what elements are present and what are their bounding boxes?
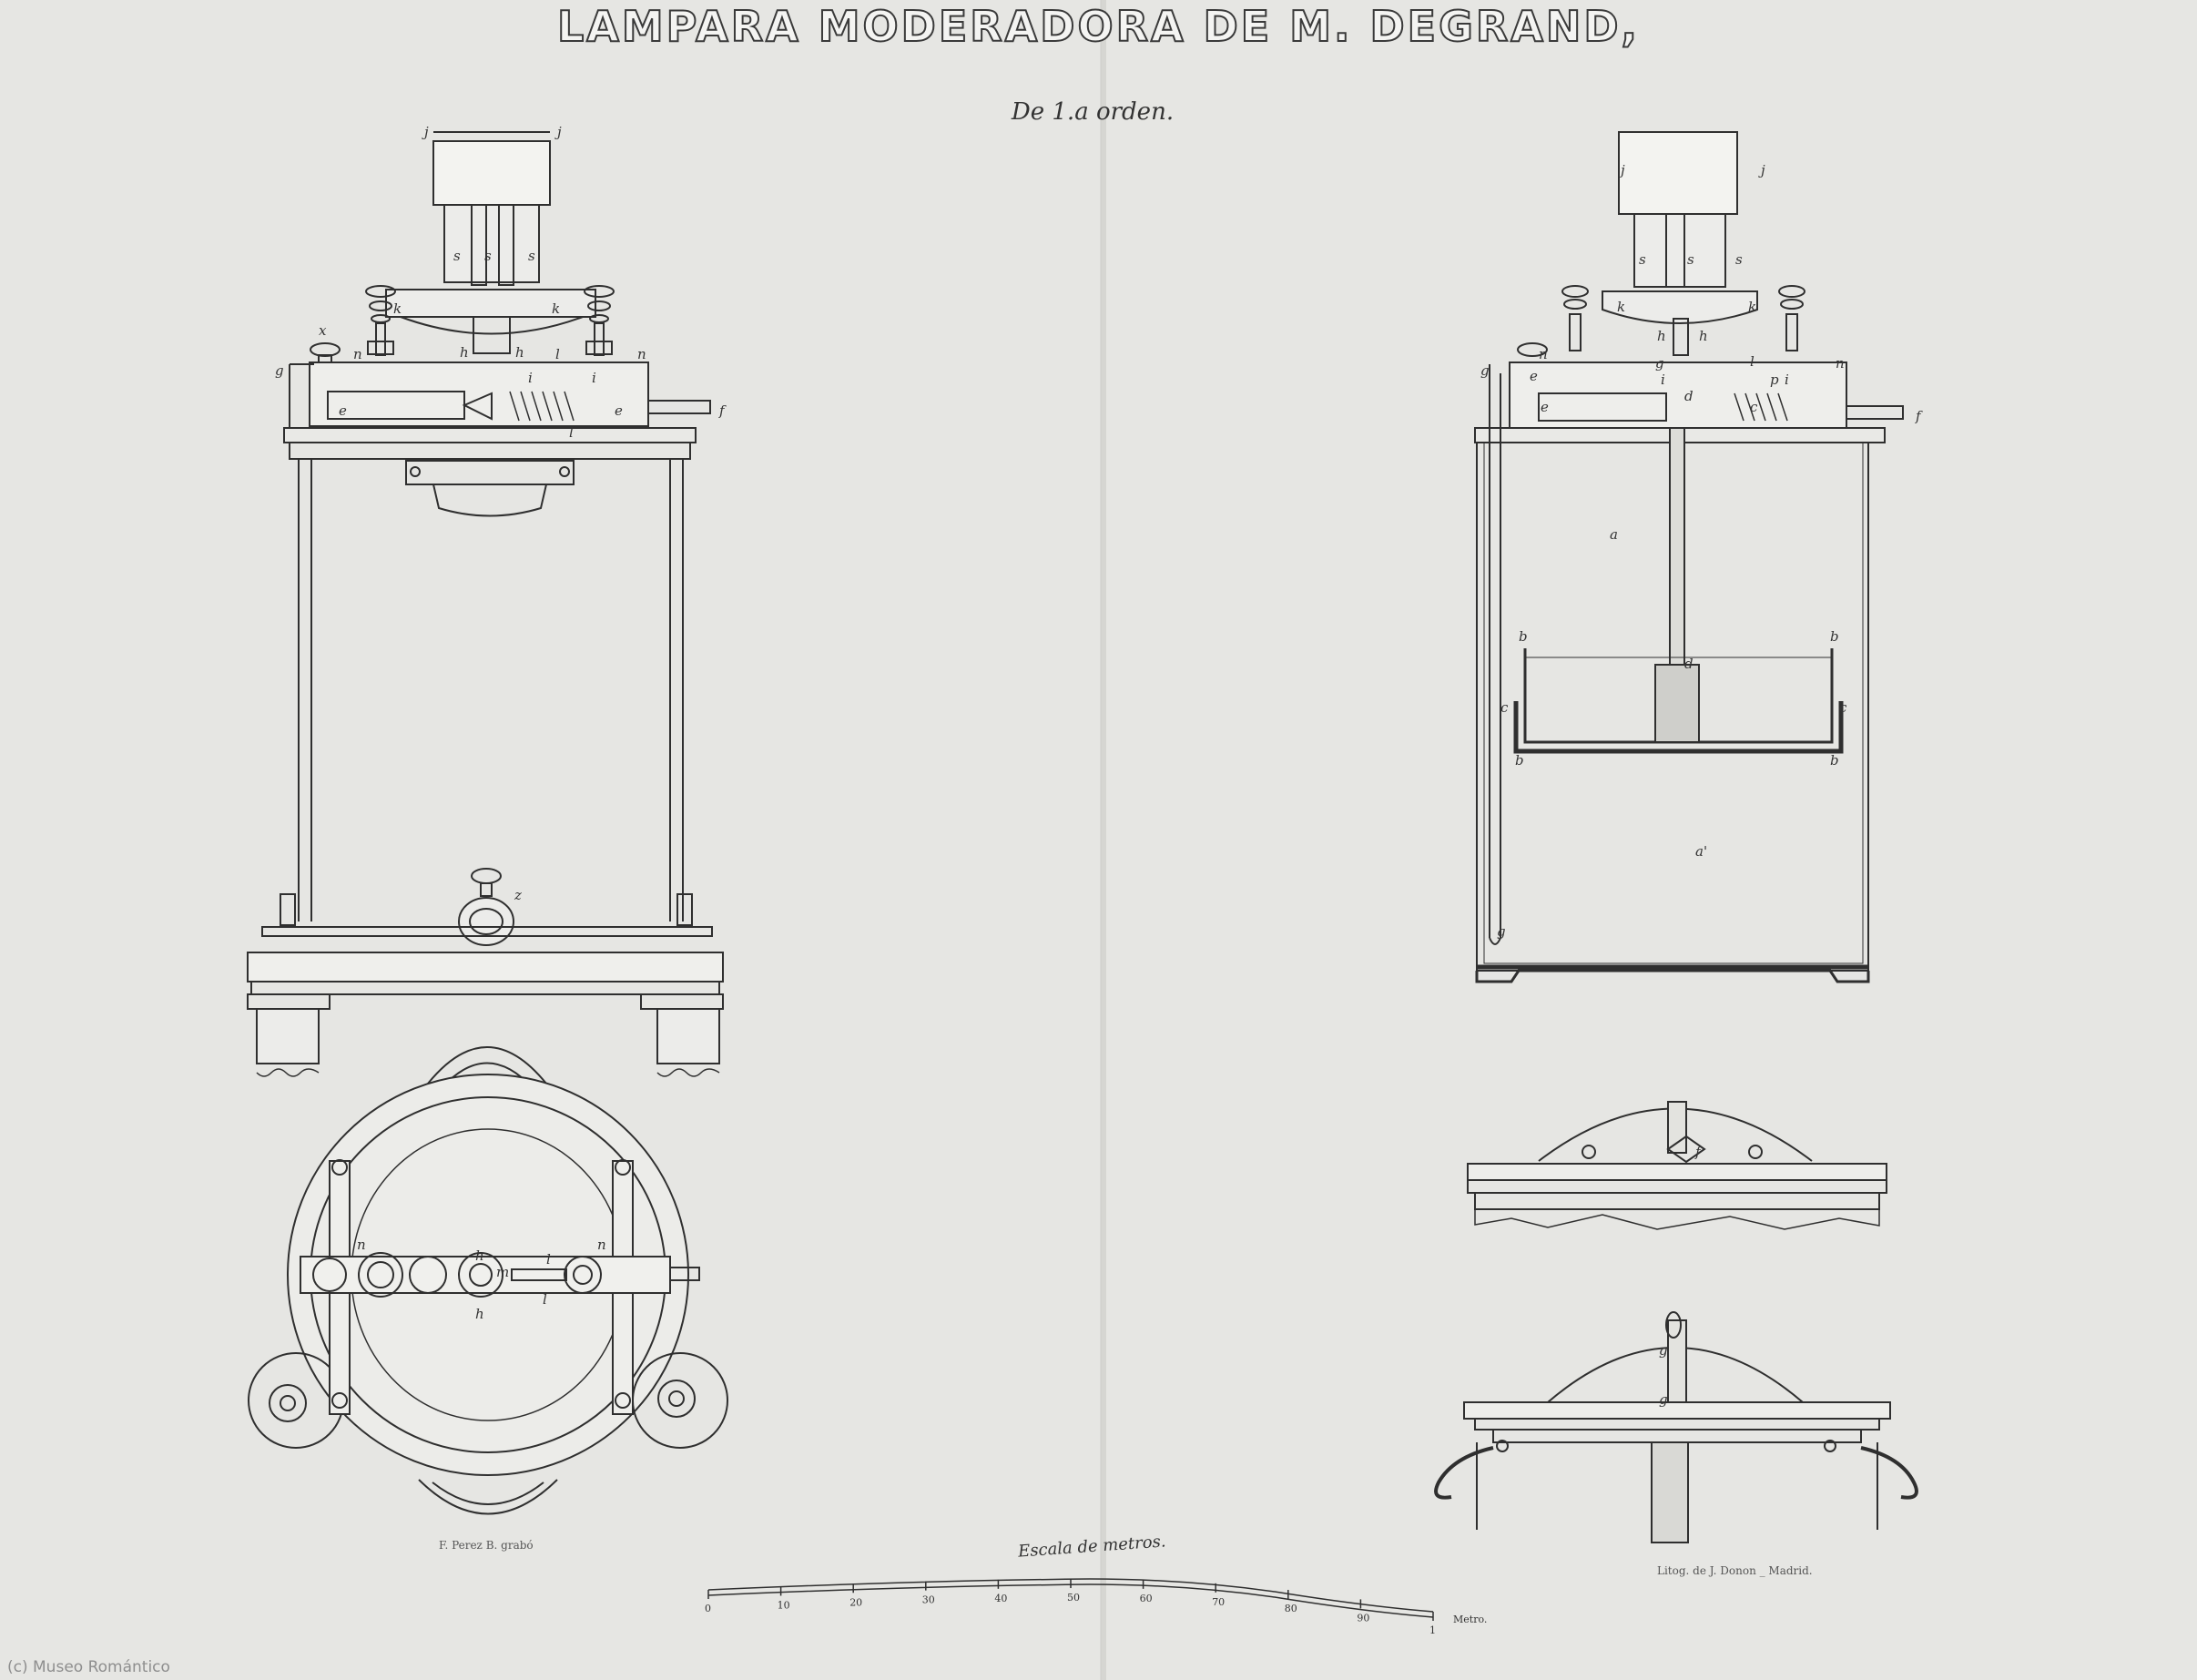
part-label-elevation: e [615,402,623,419]
scale-tick-label: 1 [1429,1624,1436,1636]
part-label-section: b [1515,752,1524,769]
part-label-plan: l [546,1251,551,1268]
part-label-section: s [1639,251,1646,268]
part-label-elevation: x [319,322,327,339]
part-label-section: h [1657,328,1666,344]
part-label-section: i [1661,372,1665,388]
part-label-elevation: k [552,300,560,317]
scale-tick-label: 0 [705,1603,711,1614]
part-label-section: d [1684,656,1694,672]
part-label-elevation: h [515,344,524,361]
part-label-section: b [1519,628,1528,645]
part-label-section: j [1758,162,1765,178]
scale-tick-label: 40 [994,1593,1007,1604]
scale-tick-label: 60 [1140,1593,1153,1604]
part-label-section: f [1915,408,1923,424]
part-label-elevation: k [393,300,402,317]
scale-tick-label: 90 [1357,1612,1369,1624]
part-label-section: k [1748,299,1756,315]
part-label-elevation: s [453,248,461,264]
part-label-detail_bottom: g [1659,1342,1668,1359]
engraver-credit: F. Perez B. grabó [439,1539,534,1552]
part-label-section: s [1687,251,1694,268]
part-label-section: b [1830,628,1839,645]
part-label-detail_top: f [1694,1144,1703,1160]
part-label-elevation: h [460,344,469,361]
part-label-plan: m [496,1264,509,1280]
part-label-section: c [1500,699,1509,716]
right-detail-bottom [1434,1311,1918,1543]
part-label-section: s [1735,251,1743,268]
lithographer-credit: Litog. de J. Donon _ Madrid. [1657,1564,1813,1577]
part-label-plan: l [543,1291,547,1308]
page-subtitle: De 1.a orden. [1011,98,1175,126]
page-title: LAMPARA MODERADORA DE M. DEGRAND, [556,1,1641,52]
scale-tick-label: 70 [1212,1596,1225,1608]
scale-tick-label: 30 [922,1594,935,1606]
right-detail-top [1467,1101,1887,1230]
part-label-elevation: n [353,346,362,362]
part-label-section: k [1617,299,1625,315]
scale-tick-label: 80 [1285,1603,1297,1614]
part-label-elevation: f [718,402,727,419]
part-label-section: g [1655,355,1664,372]
part-label-elevation: j [422,124,429,140]
part-label-elevation: l [555,346,560,362]
part-label-section: b [1830,752,1839,769]
part-label-section: d [1684,388,1694,404]
part-label-elevation: j [554,124,562,140]
part-label-section: p [1770,372,1779,388]
scale-tick-label: 50 [1067,1592,1080,1604]
part-label-elevation: n [637,346,646,362]
scale-unit: Metro. [1453,1614,1487,1625]
left-elevation-view [247,131,724,1077]
part-label-section: n [1836,355,1845,372]
left-plan-view [248,1046,728,1515]
part-label-section: a [1610,526,1618,543]
scale-tick-label: 20 [849,1596,862,1608]
part-label-section: j [1618,162,1625,178]
scale-tick-label: 10 [778,1599,790,1611]
part-label-plan: h [475,1306,484,1322]
part-label-elevation: l [569,424,574,441]
part-label-plan: n [597,1237,606,1253]
part-label-plan: h [475,1247,484,1264]
part-label-elevation: e [339,402,347,419]
part-label-elevation: g [275,362,284,379]
part-label-section: c [1839,699,1847,716]
part-label-section: g [1497,923,1506,940]
scale-bar [707,1578,1434,1618]
part-label-elevation: z [514,887,522,903]
part-label-elevation: i [528,370,533,386]
part-label-plan: n [357,1237,366,1253]
part-label-section: e [1530,368,1538,384]
part-label-elevation: s [528,248,535,264]
right-section-view [1474,131,1904,983]
watermark: (c) Museo Romántico [7,1658,170,1676]
part-label-elevation: s [484,248,492,264]
part-label-section: e [1541,399,1549,415]
part-label-section: n [1539,346,1548,362]
part-label-detail_bottom: g [1659,1391,1668,1408]
part-label-section: c [1750,399,1758,415]
part-label-section: h [1699,328,1708,344]
part-label-elevation: i [592,370,596,386]
part-label-section: l [1750,353,1755,370]
part-label-section: a' [1695,843,1707,860]
part-label-section: g [1480,362,1490,379]
part-label-section: i [1785,372,1789,388]
